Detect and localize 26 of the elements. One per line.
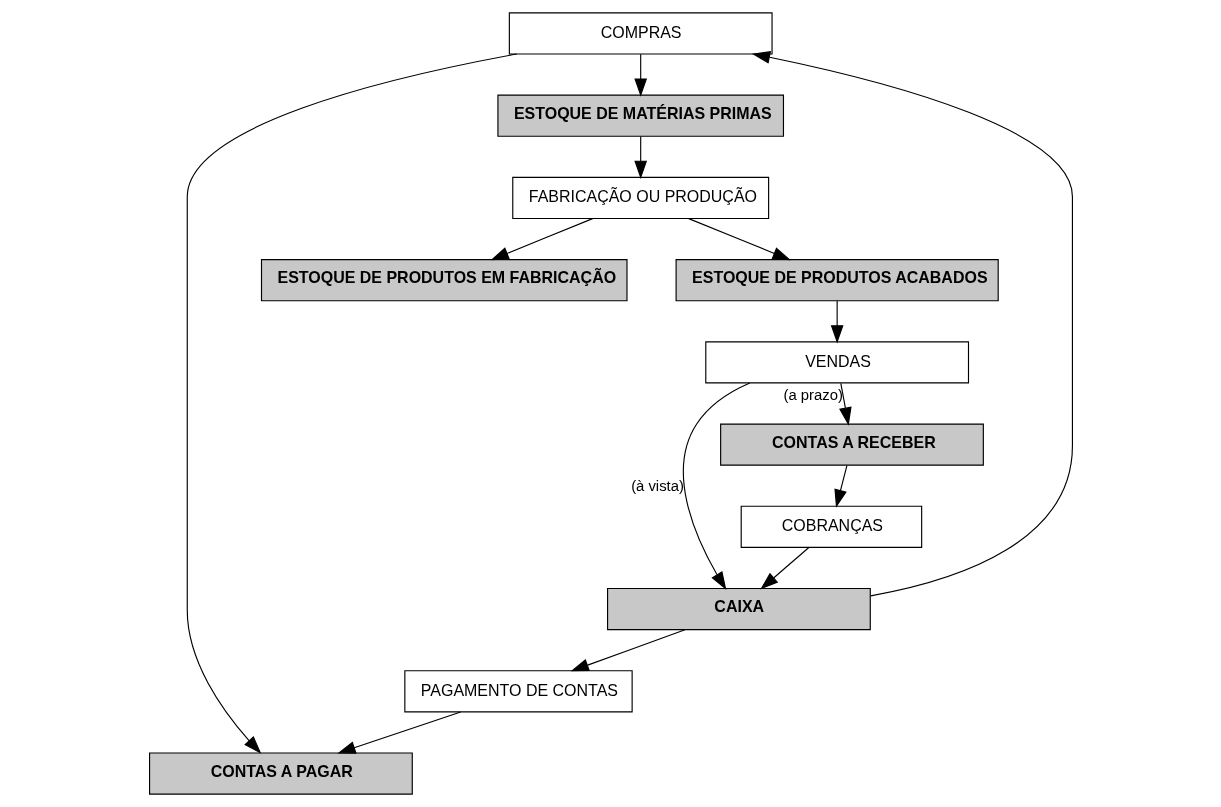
node-box: VENDAS (704, 341, 969, 384)
node-box: FABRICAÇÃO OU PRODUÇÃO (511, 176, 769, 220)
node-box: CONTAS A RECEBER (719, 423, 984, 466)
node-box: CAIXA (606, 587, 871, 631)
node-box: CONTAS A PAGAR (148, 752, 413, 795)
node-box: COMPRAS (508, 12, 773, 55)
arrow (570, 629, 686, 672)
node-box: ESTOQUE DE PRODUTOS EM FABRICAÇÃO (260, 259, 628, 302)
arrow (833, 464, 847, 508)
edge-label: (à vista) (630, 477, 684, 494)
arrow (759, 547, 809, 590)
arrow (633, 136, 647, 179)
node-box: PAGAMENTO DE CONTAS (403, 670, 633, 713)
edge-label: (a prazo) (783, 386, 843, 403)
node-box: COBRANÇAS (740, 505, 922, 548)
node-box: ESTOQUE DE MATÉRIAS PRIMAS (496, 94, 784, 137)
arrow (838, 382, 852, 426)
arrow (687, 218, 791, 261)
node-box: ESTOQUE DE PRODUTOS ACABADOS (675, 259, 999, 302)
arrow (633, 53, 647, 97)
arrow (830, 300, 844, 344)
arrow (490, 218, 593, 261)
arrow (682, 382, 750, 590)
arrow (336, 711, 461, 754)
arrow (186, 53, 517, 754)
arrow (751, 51, 1073, 597)
